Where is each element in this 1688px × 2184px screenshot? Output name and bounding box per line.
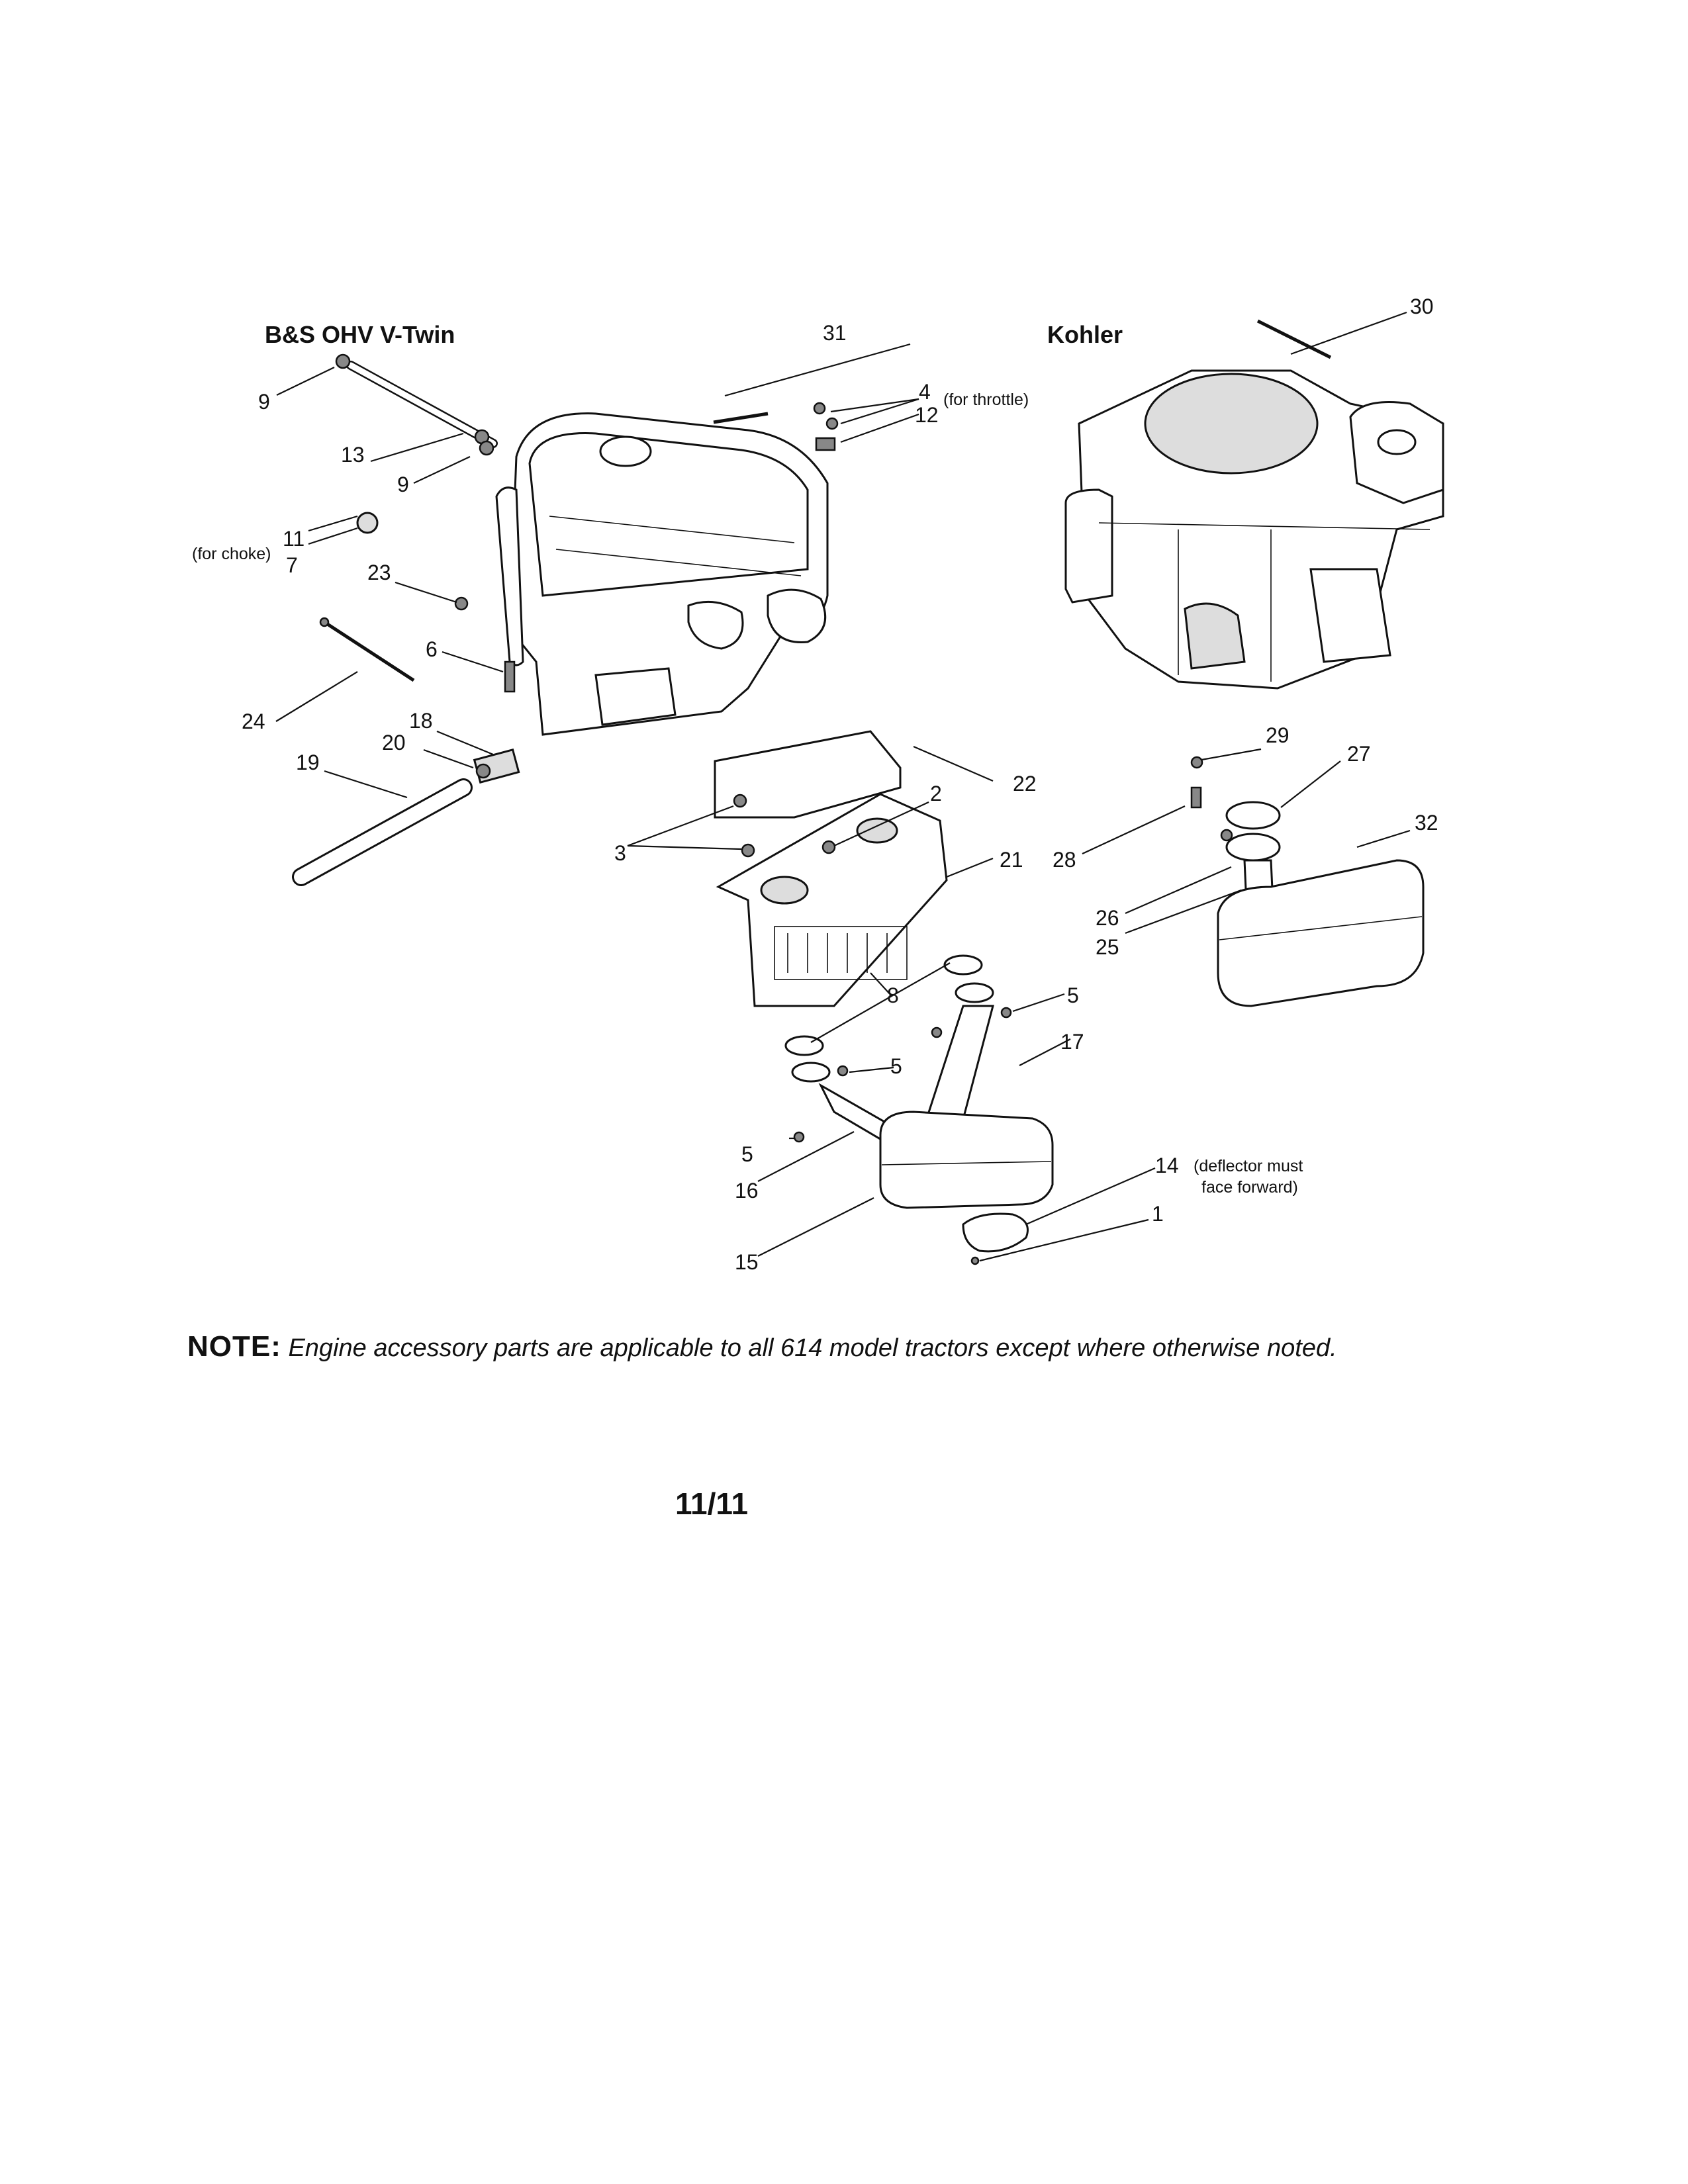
- callout-20: 20: [382, 731, 406, 754]
- qualifier-for-throttle: (for throttle): [943, 390, 1029, 409]
- bs-muffler-assembly: [784, 954, 1054, 1265]
- callout-32: 32: [1415, 811, 1438, 835]
- callout-16: 16: [735, 1179, 759, 1203]
- header-kohler: Kohler: [1047, 321, 1123, 348]
- callout-5-left: 5: [741, 1142, 753, 1166]
- callout-11: 11: [283, 527, 305, 551]
- callout-9-top: 9: [258, 390, 270, 414]
- callout-leader-lines: [275, 311, 1411, 1262]
- callout-27: 27: [1347, 742, 1371, 766]
- qualifier-for-choke: (for choke): [192, 545, 271, 563]
- callout-3: 3: [614, 841, 626, 865]
- callout-8: 8: [887, 983, 899, 1007]
- callout-5-middle: 5: [890, 1054, 902, 1078]
- callout-28: 28: [1053, 848, 1076, 872]
- callout-18: 18: [409, 709, 433, 733]
- callout-26: 26: [1096, 906, 1119, 930]
- callout-numbers: 9 13 9 11 (for choke) 7 23 6 24 18 20 19…: [192, 295, 1438, 1274]
- callout-21: 21: [1000, 848, 1023, 872]
- qualifier-deflector-line2: face forward): [1201, 1178, 1298, 1197]
- callout-30: 30: [1410, 295, 1434, 318]
- note-paragraph: NOTE: Engine accessory parts are applica…: [187, 1330, 1577, 1363]
- muffler-guard: [714, 730, 948, 1007]
- callout-29: 29: [1266, 723, 1289, 747]
- callout-23: 23: [367, 561, 391, 584]
- callout-13: 13: [341, 443, 365, 467]
- page-number: 11/11: [675, 1486, 749, 1521]
- callout-4: 4: [919, 380, 931, 404]
- callout-22: 22: [1013, 772, 1037, 796]
- callout-15: 15: [735, 1250, 759, 1274]
- callout-14: 14: [1155, 1154, 1179, 1177]
- header-bs-ohv-vtwin: B&S OHV V-Twin: [265, 321, 455, 348]
- kohler-loose-parts: [1190, 319, 1425, 1007]
- callout-12: 12: [915, 403, 939, 427]
- qualifier-deflector-line1: (deflector must: [1194, 1157, 1303, 1175]
- callout-17: 17: [1060, 1030, 1084, 1054]
- callout-25: 25: [1096, 935, 1119, 959]
- callout-9-lower: 9: [397, 473, 409, 496]
- callout-5-right: 5: [1067, 983, 1079, 1007]
- note-label: NOTE:: [187, 1330, 281, 1363]
- callout-1: 1: [1152, 1202, 1164, 1226]
- note-text: Engine accessory parts are applicable to…: [288, 1334, 1337, 1362]
- callout-6: 6: [426, 637, 438, 661]
- bs-loose-parts: [292, 353, 839, 886]
- callout-19: 19: [296, 751, 320, 774]
- kohler-engine-illustration: [1064, 369, 1444, 690]
- bs-engine-illustration: [495, 412, 829, 736]
- guard-vents: [774, 926, 908, 980]
- callout-24: 24: [242, 709, 265, 733]
- callout-2: 2: [930, 782, 942, 805]
- callout-31: 31: [823, 321, 847, 345]
- callout-7: 7: [286, 553, 298, 577]
